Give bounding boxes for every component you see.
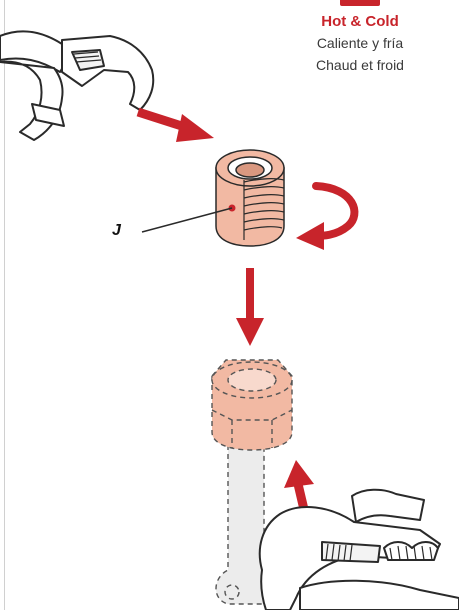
hex-nut-icon xyxy=(212,360,292,450)
arrow-toward-insert-icon xyxy=(138,112,214,142)
bottom-wrench-icon xyxy=(260,490,459,610)
arrow-down-icon xyxy=(236,268,264,346)
callout-label-j: J xyxy=(112,222,121,240)
threaded-insert-icon xyxy=(216,150,284,246)
rotation-arrow-icon xyxy=(296,186,354,250)
top-wrench-icon xyxy=(0,31,153,140)
